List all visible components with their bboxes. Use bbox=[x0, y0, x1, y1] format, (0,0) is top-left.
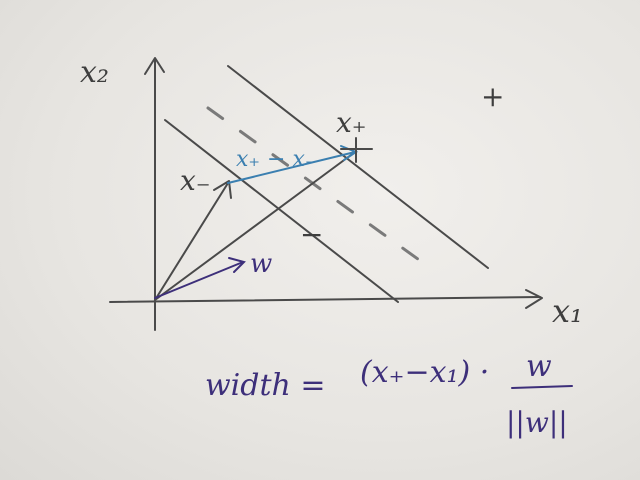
formula-fraction-denominator: ||w|| bbox=[506, 406, 568, 439]
x1-axis-label: x₁ bbox=[552, 292, 583, 330]
x-minus-label: x₋ bbox=[180, 164, 211, 197]
formula-lhs: width = bbox=[205, 368, 326, 403]
x1-axis bbox=[109, 289, 543, 309]
decision-boundary-dashed bbox=[206, 106, 424, 264]
formula-fraction-numerator: w bbox=[526, 349, 552, 384]
plus-margin-line bbox=[227, 65, 489, 269]
minus-region-label: − bbox=[300, 218, 323, 251]
minus-margin-line bbox=[164, 119, 399, 303]
x2-axis-label: x₂ bbox=[80, 55, 109, 90]
w-vector-label: w bbox=[250, 249, 272, 279]
difference-vector-label: x₊ − x₋ bbox=[236, 147, 316, 172]
formula-numerator-expression: (x₊−x₁) · bbox=[360, 355, 489, 390]
width-formula: width = (x₊−x₁) · w ||w|| bbox=[205, 349, 573, 439]
vector-to-x-plus bbox=[154, 151, 356, 301]
plus-region-label: + bbox=[481, 80, 504, 113]
x2-axis bbox=[144, 57, 165, 331]
x-plus-point-mark bbox=[340, 137, 373, 163]
x-plus-label: x₊ bbox=[336, 106, 367, 139]
fraction-bar bbox=[511, 385, 573, 389]
vector-w bbox=[154, 257, 246, 299]
vector-to-x-minus bbox=[154, 180, 232, 301]
